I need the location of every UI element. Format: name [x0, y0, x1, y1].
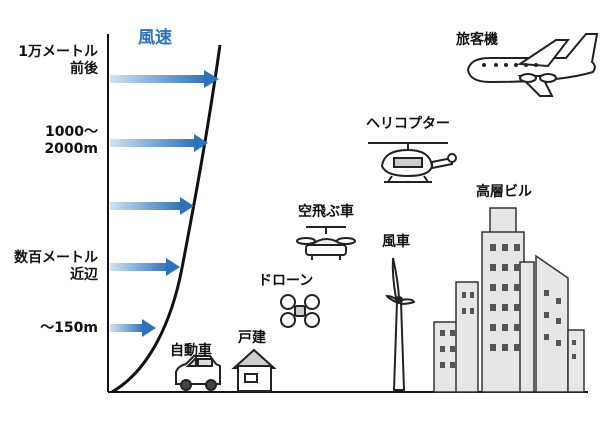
drone-label: ドローン	[258, 273, 314, 289]
wind-speed-curve	[111, 44, 222, 394]
helicopter-icon	[368, 142, 457, 183]
wind-arrow	[110, 319, 156, 337]
altitude-label-line: 1万メートル	[18, 44, 98, 60]
house-label: 戸建	[238, 330, 266, 346]
house-icon	[231, 348, 277, 392]
altitude-label-hundreds-m: 数百メートル 近辺	[0, 250, 98, 284]
altitude-label-line: 2000m	[44, 141, 98, 157]
wind-speed-title: 風速	[138, 28, 172, 48]
car-label: 自動車	[170, 343, 212, 359]
altitude-label-1000m: 1000～ 2000m	[0, 124, 98, 158]
wind-turbine-label: 風車	[382, 234, 410, 250]
helicopter-label: ヘリコプター	[366, 116, 450, 132]
altitude-label-150m: ～150m	[0, 320, 98, 337]
altitude-label-10000m: 1万メートル 前後	[0, 44, 98, 78]
flying-car-icon	[296, 226, 356, 260]
altitude-label-line: ～150m	[40, 320, 98, 336]
car-icon	[175, 355, 221, 391]
wind-arrow	[110, 258, 180, 276]
wind-arrow	[110, 134, 208, 152]
altitude-label-line: 数百メートル	[14, 250, 98, 266]
altitude-label-line: 1000～	[45, 124, 98, 140]
drone-icon	[280, 294, 320, 328]
wind-arrow	[110, 70, 219, 88]
wind-arrow	[110, 197, 194, 215]
skyscrapers-label: 高層ビル	[476, 184, 532, 200]
flying-car-label: 空飛ぶ車	[298, 204, 354, 220]
airplane-icon	[466, 33, 599, 97]
altitude-label-line: 近辺	[70, 267, 98, 283]
skyscrapers-icon	[433, 207, 585, 393]
altitude-label-line: 前後	[70, 61, 98, 77]
wind-turbine-icon	[385, 257, 416, 391]
airplane-label: 旅客機	[456, 32, 498, 48]
